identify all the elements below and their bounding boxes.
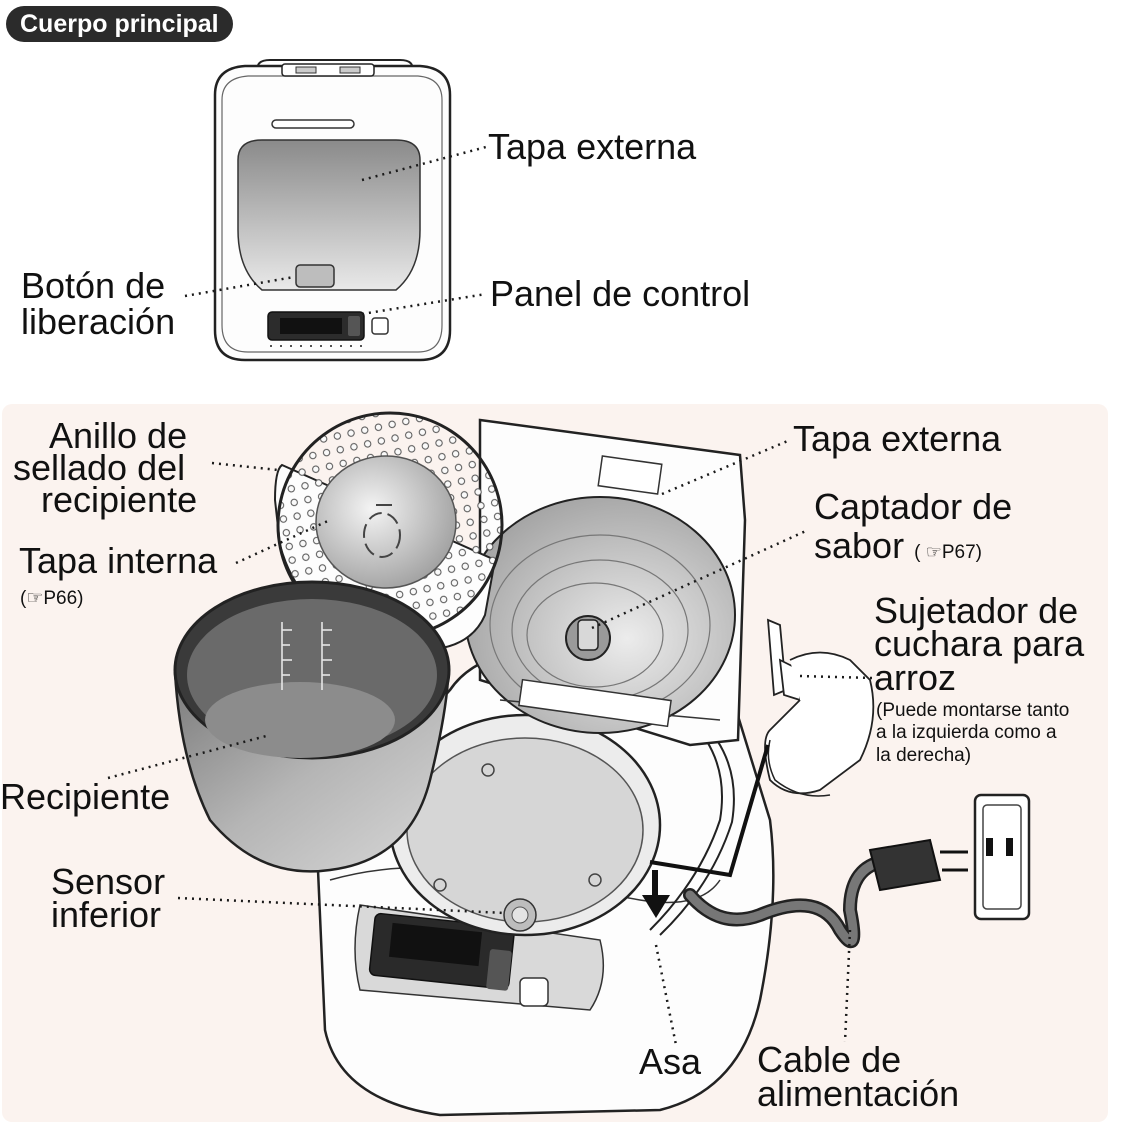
label-seal-line1: Anillo de xyxy=(49,415,188,456)
label-handle: Asa xyxy=(639,1041,702,1082)
label-catcher-line2: sabor ( ☞P67) xyxy=(814,525,982,566)
release-button xyxy=(295,264,335,288)
label-seal-line3: recipiente xyxy=(41,479,198,520)
label-release-button-line1: Botón de xyxy=(21,265,166,306)
label-spoon-note-line2: a la izquierda como a xyxy=(876,722,1057,743)
pointing-hand-icon: ☞ xyxy=(925,542,942,562)
top-leader-lines xyxy=(184,145,487,316)
label-pot: Recipiente xyxy=(0,776,171,817)
label-outer-lid-bottom: Tapa externa xyxy=(793,418,1002,459)
inner-pot xyxy=(173,580,451,873)
label-cord-line1: Cable de xyxy=(757,1039,902,1080)
catcher-ref: ( ☞P67) xyxy=(914,542,982,563)
label-outer-lid-top: Tapa externa xyxy=(488,126,697,167)
pointing-hand-icon: ☞ xyxy=(26,588,44,609)
label-inner-lid: Tapa interna xyxy=(19,540,218,581)
label-sensor-line1: Sensor xyxy=(51,861,166,902)
label-seal-line2: sellado del xyxy=(13,447,186,488)
spoon-holder-hand xyxy=(642,618,875,918)
label-spoon-note-line1: (Puede montarse tanto xyxy=(876,700,1070,721)
bottom-leader-lines xyxy=(107,438,873,1046)
label-spoon-note-line3: la derecha) xyxy=(876,745,972,766)
closed-cooker-top-view xyxy=(213,59,452,362)
label-spoon-line2: cuchara para xyxy=(874,623,1085,664)
label-cord-line2: alimentación xyxy=(757,1073,960,1114)
label-spoon-line3: arroz xyxy=(874,657,957,698)
section-header: Cuerpo principal xyxy=(6,6,233,42)
label-release-button-line2: liberación xyxy=(21,301,176,342)
label-spoon-line1: Sujetador de xyxy=(874,590,1079,631)
label-catcher-line1: Captador de xyxy=(814,486,1013,527)
outer-lid-open xyxy=(464,418,747,747)
label-inner-lid-ref: (☞P66) xyxy=(20,588,84,609)
label-sensor-line2: inferior xyxy=(51,894,162,935)
power-cord-outlet xyxy=(683,793,1031,949)
label-control-panel: Panel de control xyxy=(490,273,751,314)
